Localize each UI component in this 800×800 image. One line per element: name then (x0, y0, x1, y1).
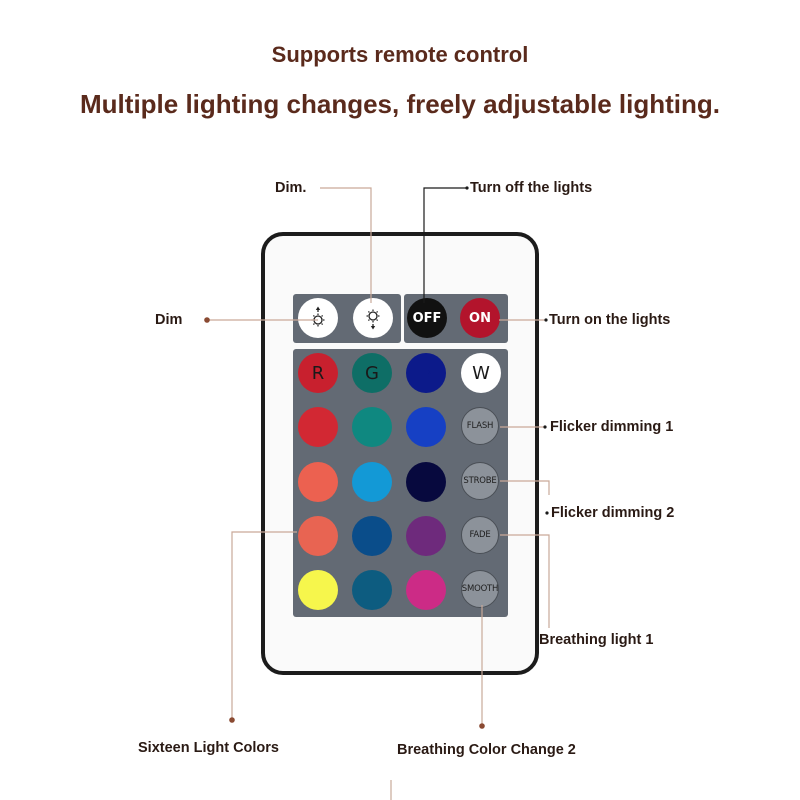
color-button-r2-c1[interactable] (298, 462, 338, 502)
leader-flicker-1-dot (543, 425, 547, 429)
label-breathing-2: Breathing Color Change 2 (397, 742, 576, 758)
power-off-button[interactable]: OFF (407, 298, 447, 338)
leader-turn-off (423, 187, 466, 303)
power-panel: OFF ON (404, 294, 508, 343)
remote-control: OFF ON R G B W FLASH STROBE FADE SMOOTH (261, 232, 539, 675)
color-button-r4-c2[interactable] (352, 570, 392, 610)
label-dim-left: Dim (155, 312, 183, 328)
label-dim-top: Dim. (275, 180, 307, 196)
color-button-r1-c2[interactable] (352, 407, 392, 447)
brightness-up-button[interactable] (298, 298, 338, 338)
white-button[interactable]: W (461, 353, 501, 393)
leader-dim-top (320, 187, 372, 303)
leader-turn-off-dot (465, 186, 469, 190)
color-button-r4-c3[interactable] (406, 570, 446, 610)
color-button-r3-c3[interactable] (406, 516, 446, 556)
green-button[interactable]: G (352, 353, 392, 393)
dim-panel (293, 294, 401, 343)
label-turn-on: Turn on the lights (549, 312, 671, 328)
power-on-button[interactable]: ON (460, 298, 500, 338)
leader-flicker-2-dot (545, 511, 549, 515)
color-button-r4-c1[interactable] (298, 570, 338, 610)
fade-button[interactable]: FADE (461, 516, 499, 554)
color-panel: R G B W FLASH STROBE FADE SMOOTH (293, 349, 508, 617)
label-breathing-1: Breathing light 1 (539, 632, 654, 648)
label-flicker-1: Flicker dimming 1 (550, 419, 674, 435)
color-button-r1-c1[interactable] (298, 407, 338, 447)
color-button-r2-c3[interactable] (406, 462, 446, 502)
leader-flicker-2 (500, 480, 550, 495)
page-title: Supports remote control (271, 42, 529, 67)
color-button-r2-c2[interactable] (352, 462, 392, 502)
color-button-r1-c3[interactable] (406, 407, 446, 447)
leader-turn-on-dot (544, 318, 548, 322)
brightness-down-button[interactable] (353, 298, 393, 338)
color-button-r3-c1[interactable] (298, 516, 338, 556)
page-subtitle: Multiple lighting changes, freely adjust… (80, 89, 720, 119)
label-sixteen-colors: Sixteen Light Colors (138, 740, 279, 756)
blue-button[interactable]: B (406, 353, 446, 393)
leader-sixteen-colors-dot (229, 717, 235, 723)
leader-breathing-2-dot (479, 723, 485, 729)
red-button[interactable]: R (298, 353, 338, 393)
color-button-r3-c2[interactable] (352, 516, 392, 556)
leader-breathing-1 (500, 534, 550, 628)
label-turn-off: Turn off the lights (470, 180, 593, 196)
label-flicker-2: Flicker dimming 2 (551, 505, 675, 521)
strobe-button[interactable]: STROBE (461, 462, 499, 500)
leader-sixteen-colors (231, 531, 297, 718)
flash-button[interactable]: FLASH (461, 407, 499, 445)
leader-dim-left-dot (204, 317, 210, 323)
smooth-button[interactable]: SMOOTH (461, 570, 499, 608)
brightness-down-icon (366, 309, 380, 330)
